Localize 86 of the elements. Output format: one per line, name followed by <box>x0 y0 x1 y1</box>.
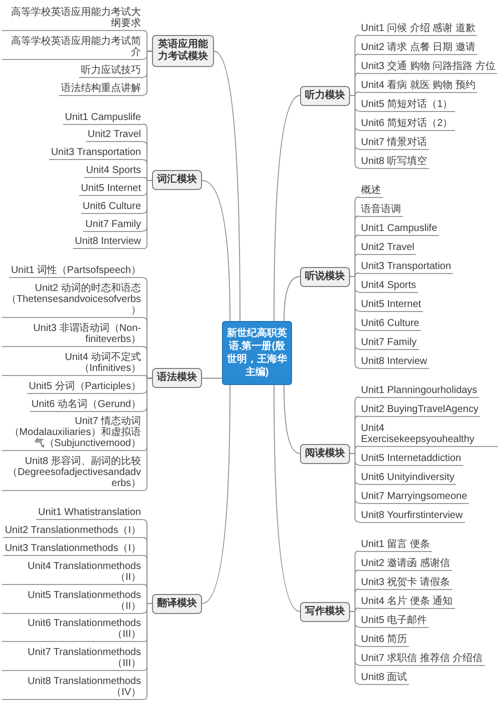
subtopic: Unit1 问候 介绍 感谢 道歉 <box>359 22 478 36</box>
subtopic: 听力应试技巧 <box>79 64 143 78</box>
subtopic: Unit1 词性（Partsofspeech） <box>8 265 143 278</box>
subtopic: Unit8 形容词、副词的比较（Degreesofadjectivesandadverbs） <box>2 456 143 492</box>
subtopic: Unit7 Translationmethods（III） <box>2 647 143 672</box>
subtopic: Unit4 Exercisekeepsyouhealthy <box>359 422 498 446</box>
branch-line <box>142 180 152 250</box>
subtopic: Unit8 Interview <box>72 236 143 250</box>
subtopic: Unit2 Translationmethods（I） <box>2 525 143 538</box>
central-topic: 新世纪高职英语.第一册(殷世明，王海华主编) <box>222 321 292 385</box>
branch-line <box>142 378 152 492</box>
connector-line <box>202 378 222 379</box>
main-topic: 翻译模块 <box>152 594 202 614</box>
subtopic: Unit2 BuyingTravelAgency <box>359 404 480 416</box>
subtopic: Unit7 Marryingsomeone <box>359 490 470 504</box>
subtopic: Unit4 看病 就医 购物 预约 <box>359 80 478 92</box>
main-topic: 语法模块 <box>152 368 202 388</box>
subtopic: Unit7 情景对话 <box>359 136 430 150</box>
branch-line <box>350 95 360 168</box>
subtopic: Unit6 Translationmethods（III） <box>2 618 143 642</box>
subtopic: Unit6 Unityindiversity <box>359 472 456 484</box>
subtopic: Unit8 Interview <box>359 356 430 368</box>
branch-line <box>350 276 360 368</box>
subtopic: 语音语调 <box>359 204 403 216</box>
branch-line <box>350 611 360 684</box>
connector-line <box>214 50 240 322</box>
subtopic: 概述 <box>359 184 383 198</box>
subtopic: 高等学校英语应用能力考试大纲要求 <box>2 7 143 31</box>
branch-line <box>142 50 152 96</box>
subtopic: Unit3 非谓语动词（Non-finiteverbs） <box>2 323 143 347</box>
subtopic: Unit1 Planningourholidays <box>359 384 480 398</box>
subtopic: Unit2 Travel <box>86 129 143 142</box>
branch-line <box>142 603 152 700</box>
subtopic: Unit4 Sports <box>359 280 418 292</box>
subtopic: Unit3 Transportation <box>48 147 143 160</box>
subtopic: Unit2 Travel <box>359 242 416 254</box>
subtopic: 语法结构重点讲解 <box>59 82 143 96</box>
subtopic: Unit5 Internetaddiction <box>359 452 464 466</box>
main-topic: 英语应用能力考试模块 <box>152 35 214 68</box>
subtopic: Unit8 Translationmethods（IV） <box>2 676 143 700</box>
subtopic: Unit5 Internet <box>78 182 143 196</box>
subtopic: Unit6 简短对话（2） <box>359 118 455 130</box>
subtopic: Unit5 分词（Participles） <box>26 380 143 394</box>
subtopic: Unit3 Transportation <box>359 260 454 274</box>
subtopic: Unit3 祝贺卡 请假条 <box>359 576 452 590</box>
main-topic: 听力模块 <box>300 86 350 106</box>
subtopic: Unit4 动词不定式（Infinitives） <box>2 352 143 376</box>
connector-line <box>202 180 230 322</box>
subtopic: 高等学校英语应用能力考试简介 <box>2 36 143 60</box>
subtopic: Unit8 听写填空 <box>359 156 430 168</box>
subtopic: Unit8 面试 <box>359 672 410 684</box>
subtopic: Unit4 名片 便条 通知 <box>359 596 455 608</box>
subtopic: Unit1 Campuslife <box>62 112 143 124</box>
subtopic: Unit6 Culture <box>359 318 422 330</box>
subtopic: Unit5 电子邮件 <box>359 614 430 628</box>
subtopic: Unit5 Internet <box>359 298 424 312</box>
subtopic: Unit8 Yourfirstinterview <box>359 510 465 522</box>
subtopic: Unit7 求职信 推荐信 介绍信 <box>359 652 485 666</box>
subtopic: Unit6 简历 <box>359 634 410 646</box>
subtopic: Unit7 情态动词（Modalauxiliaries）和虚拟语气（Subjunctivemood） <box>2 416 143 452</box>
subtopic: Unit5 Translationmethods（II） <box>2 590 143 614</box>
subtopic: Unit2 动词的时态和语态（Thetensesandvoicesofverbs） <box>2 283 143 318</box>
connector-line <box>284 276 300 322</box>
main-topic: 词汇模块 <box>152 170 202 190</box>
subtopic: Unit7 Family <box>359 336 419 350</box>
subtopic: Unit6 动名词（Gerund） <box>30 398 143 412</box>
subtopic: Unit4 Translationmethods（II） <box>2 560 143 585</box>
connector-line <box>202 384 230 604</box>
subtopic: Unit4 Sports <box>84 165 143 178</box>
subtopic: Unit2 邀请函 感谢信 <box>359 558 452 570</box>
subtopic: Unit2 请求 点餐 日期 邀请 <box>359 42 478 54</box>
connector-line <box>284 384 300 454</box>
connector-line <box>274 95 300 322</box>
subtopic: Unit5 简短对话（1） <box>359 98 455 112</box>
connector-line <box>274 384 300 612</box>
main-topic: 阅读模块 <box>300 444 350 464</box>
subtopic: Unit1 留言 便条 <box>359 538 432 552</box>
main-topic: 听说模块 <box>300 266 350 286</box>
subtopic: Unit6 Culture <box>80 200 143 214</box>
subtopic: Unit3 Translationmethods（I） <box>2 542 143 556</box>
subtopic: Unit7 Family <box>83 218 143 232</box>
subtopic: Unit1 Campuslife <box>359 222 440 236</box>
main-topic: 写作模块 <box>300 602 350 622</box>
branch-line <box>350 453 360 522</box>
subtopic: Unit1 Whatistranslation <box>36 507 143 520</box>
subtopic: Unit3 交通 购物 问路指路 方位 <box>359 60 498 74</box>
